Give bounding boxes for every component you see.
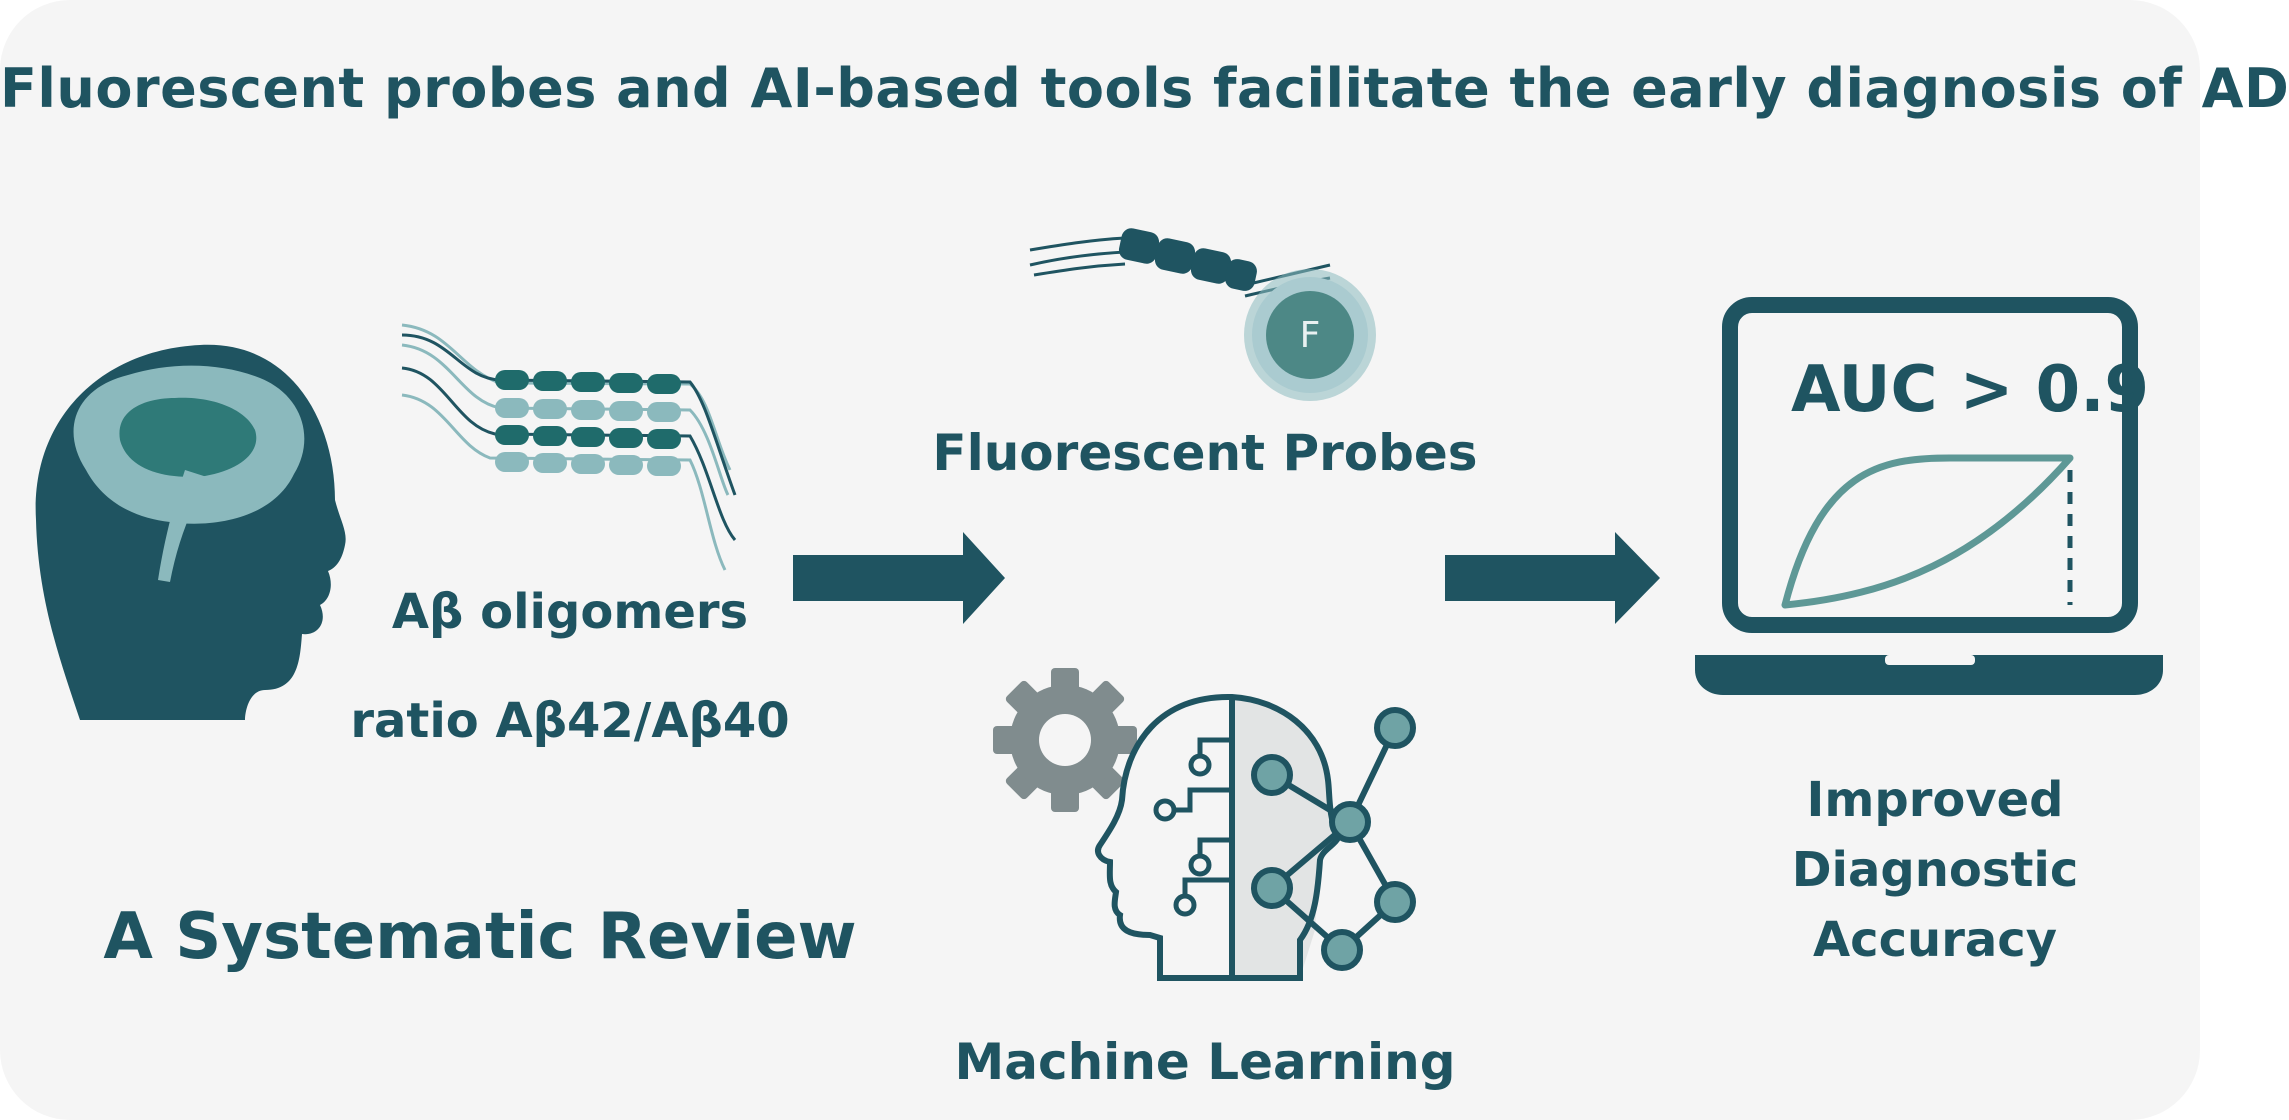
abeta-ratio-label: ratio Aβ42/Aβ40	[350, 693, 790, 749]
abstract-title: Fluorescent probes and AI-based tools fa…	[0, 57, 2289, 120]
improved-accuracy-label: Improved Diagnostic Accuracy	[1735, 765, 2135, 975]
arrow-right-icon	[1445, 532, 1660, 624]
abeta-oligomers-icon	[401, 323, 737, 571]
probe-fluorophore-badge: F	[1299, 315, 1321, 356]
head-brain-icon	[35, 344, 346, 720]
arrow-right-icon	[793, 532, 1005, 624]
ai-head-icon	[1095, 693, 1416, 981]
improved-accuracy-line: Diagnostic	[1791, 842, 2079, 898]
gear-icon	[993, 668, 1137, 812]
improved-accuracy-line: Improved	[1806, 772, 2064, 828]
systematic-review-label: A Systematic Review	[103, 900, 857, 974]
improved-accuracy-line: Accuracy	[1812, 912, 2058, 968]
machine-learning-label: Machine Learning	[954, 1033, 1456, 1091]
fluorescent-probes-label: Fluorescent Probes	[932, 424, 1478, 482]
roc-curve-icon	[1781, 454, 2074, 609]
graphical-abstract-card: Fluorescent probes and AI-based tools fa…	[0, 57, 2289, 1091]
auc-label: AUC > 0.9	[1790, 353, 2150, 427]
illustration-layer	[35, 228, 2163, 981]
laptop-icon	[1695, 297, 2163, 695]
abeta-oligomers-label: Aβ oligomers	[391, 584, 749, 640]
fluorescent-probe-icon	[1029, 228, 1376, 401]
